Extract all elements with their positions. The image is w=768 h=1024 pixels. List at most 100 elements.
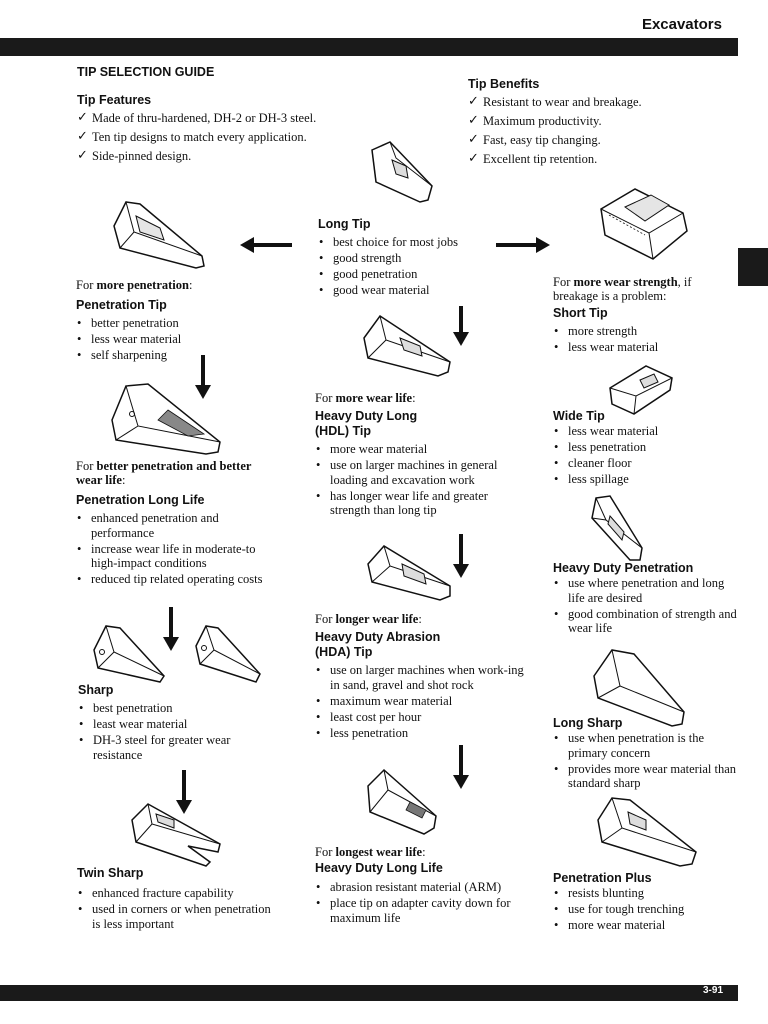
- list-item: place tip on adapter cavity down for max…: [315, 896, 535, 925]
- long-tip-name: Long Tip: [318, 217, 371, 231]
- list-item: less penetration: [553, 440, 733, 455]
- penetration-tip-name: Penetration Tip: [76, 298, 167, 312]
- penetration-long-life-image: [111, 383, 221, 455]
- list-item: Side-pinned design.: [77, 149, 327, 164]
- tip-features-section: Tip Features Made of thru-hardened, DH-2…: [77, 93, 327, 168]
- short-tip-name: Short Tip: [553, 306, 608, 320]
- guide-title: TIP SELECTION GUIDE: [77, 65, 215, 79]
- twin-sharp-section: Twin Sharp enhanced fracture capability …: [77, 866, 277, 933]
- penetration-long-life-section: For better penetration and better wear l…: [76, 459, 276, 588]
- list-item: good penetration: [318, 267, 488, 282]
- list-item: more wear material: [553, 918, 738, 933]
- hdl-tip-list: more wear material use on larger machine…: [315, 442, 515, 518]
- list-item: less wear material: [553, 340, 733, 355]
- list-item: best penetration: [78, 701, 278, 716]
- penetration-long-life-list: enhanced penetration and performance inc…: [76, 511, 276, 587]
- hda-tip-lead: For longer wear life:: [315, 612, 422, 626]
- penetration-plus-list: resists blunting use for tough trenching…: [553, 886, 738, 933]
- list-item: Made of thru-hardened, DH-2 or DH-3 stee…: [77, 111, 327, 126]
- list-item: resists blunting: [553, 886, 738, 901]
- heavy-duty-penetration-section: Heavy Duty Penetration use where penetra…: [553, 561, 743, 637]
- list-item: good combination of strength and wear li…: [553, 607, 743, 636]
- long-sharp-section: Long Sharp use when penetration is the p…: [553, 716, 738, 792]
- arrow-down-icon: [453, 306, 469, 346]
- long-sharp-image: [593, 649, 685, 727]
- twin-sharp-image: [131, 803, 221, 867]
- sharp-tip-list: best penetration least wear material DH-…: [78, 701, 278, 762]
- arrow-right-icon: [496, 237, 550, 253]
- list-item: good wear material: [318, 283, 488, 298]
- sharp-tip-image-right: [195, 625, 261, 683]
- heavy-duty-penetration-name: Heavy Duty Penetration: [553, 561, 694, 575]
- hda-tip-name: Heavy Duty Abrasion (HDA) Tip: [315, 630, 441, 659]
- list-item: enhanced penetration and performance: [76, 511, 276, 540]
- list-item: more strength: [553, 324, 733, 339]
- page-number: 3-91: [702, 985, 723, 996]
- sharp-tip-image-left: [93, 625, 165, 683]
- penetration-tip-list: better penetration less wear material se…: [76, 316, 276, 363]
- list-item: use where penetration and long life are …: [553, 576, 743, 605]
- penetration-tip-lead: For more penetration:: [76, 278, 193, 292]
- hda-tip-section: For longer wear life: Heavy Duty Abrasio…: [315, 612, 535, 742]
- short-tip-list: more strength less wear material: [553, 324, 733, 355]
- tip-benefits-section: Tip Benefits Resistant to wear and break…: [468, 77, 708, 171]
- list-item: use on larger machines in general loadin…: [315, 458, 515, 487]
- tip-benefits-list: Resistant to wear and breakage. Maximum …: [468, 95, 708, 167]
- penetration-tip-image: [113, 201, 205, 269]
- list-item: less wear material: [76, 332, 276, 347]
- list-item: maximum wear material: [315, 694, 535, 709]
- long-sharp-list: use when penetration is the primary conc…: [553, 731, 738, 791]
- list-item: DH-3 steel for greater wear resistance: [78, 733, 278, 762]
- twin-sharp-list: enhanced fracture capability used in cor…: [77, 886, 277, 931]
- list-item: best choice for most jobs: [318, 235, 488, 250]
- hdll-tip-lead: For longest wear life:: [315, 845, 426, 859]
- long-tip-section: Long Tip best choice for most jobs good …: [318, 217, 488, 299]
- list-item: least wear material: [78, 717, 278, 732]
- list-item: Fast, easy tip changing.: [468, 133, 708, 148]
- hdl-tip-section: For more wear life: Heavy Duty Long (HDL…: [315, 391, 515, 519]
- penetration-plus-image: [597, 797, 697, 867]
- arrow-down-icon: [453, 745, 469, 789]
- list-item: least cost per hour: [315, 710, 535, 725]
- long-sharp-name: Long Sharp: [553, 716, 623, 730]
- hdll-tip-image: [367, 768, 437, 835]
- list-item: good strength: [318, 251, 488, 266]
- sharp-tip-section: Sharp best penetration least wear materi…: [78, 683, 278, 764]
- list-item: abrasion resistant material (ARM): [315, 880, 535, 895]
- arrow-down-icon: [176, 770, 192, 814]
- hdll-tip-section: For longest wear life: Heavy Duty Long L…: [315, 845, 535, 927]
- list-item: Ten tip designs to match every applicati…: [77, 130, 327, 145]
- wide-tip-image: [609, 365, 673, 415]
- penetration-long-life-lead: For better penetration and better wear l…: [76, 459, 252, 487]
- short-tip-section: For more wear strength, if breakage is a…: [553, 275, 733, 356]
- hdl-tip-image: [363, 314, 451, 377]
- tip-benefits-heading: Tip Benefits: [468, 77, 540, 91]
- tip-features-list: Made of thru-hardened, DH-2 or DH-3 stee…: [77, 111, 327, 164]
- list-item: increase wear life in moderate-to high-i…: [76, 542, 276, 571]
- list-item: less penetration: [315, 726, 535, 741]
- list-item: used in corners or when penetration is l…: [77, 902, 277, 931]
- arrow-down-icon: [453, 534, 469, 578]
- list-item: self sharpening: [76, 348, 276, 363]
- arrow-left-icon: [240, 237, 292, 253]
- list-item: use for tough trenching: [553, 902, 738, 917]
- list-item: has longer wear life and greater strengt…: [315, 489, 515, 518]
- tip-features-heading: Tip Features: [77, 93, 152, 107]
- list-item: less wear material: [553, 424, 733, 439]
- long-tip-image: [371, 141, 433, 203]
- long-tip-list: best choice for most jobs good strength …: [318, 235, 488, 298]
- list-item: provides more wear material than standar…: [553, 762, 738, 791]
- twin-sharp-name: Twin Sharp: [77, 866, 144, 880]
- wide-tip-name: Wide Tip: [553, 409, 605, 423]
- list-item: use on larger machines when work-ing in …: [315, 663, 535, 692]
- hda-tip-image: [367, 545, 451, 601]
- section-tab: [738, 248, 768, 286]
- heavy-duty-penetration-list: use where penetration and long life are …: [553, 576, 743, 636]
- hda-tip-list: use on larger machines when work-ing in …: [315, 663, 535, 740]
- list-item: reduced tip related operating costs: [76, 572, 276, 587]
- arrow-down-icon: [163, 607, 179, 651]
- list-item: more wear material: [315, 442, 515, 457]
- footer-bar: [0, 985, 738, 1001]
- header-bar: [0, 38, 738, 56]
- list-item: Excellent tip retention.: [468, 152, 708, 167]
